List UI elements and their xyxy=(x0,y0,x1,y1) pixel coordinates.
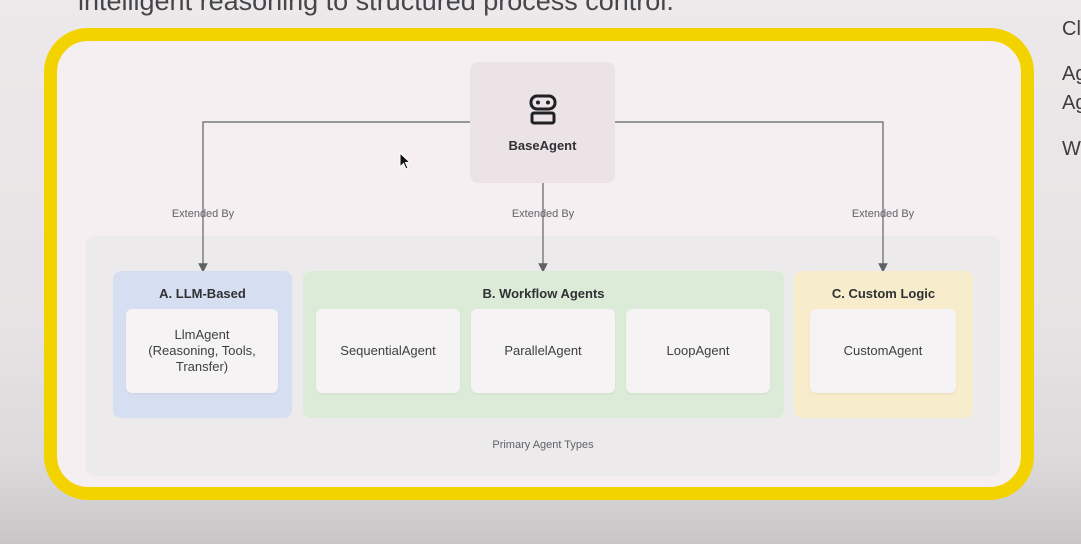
card-llm-agent: LlmAgent (Reasoning, Tools, Transfer) xyxy=(126,309,278,393)
edge-label-right: Extended By xyxy=(851,208,915,220)
panel-caption: Primary Agent Types xyxy=(492,439,594,451)
base-agent-node: BaseAgent xyxy=(470,62,615,183)
connector-left xyxy=(198,121,470,273)
card-custom-agent: CustomAgent xyxy=(810,309,956,393)
card-parallel-agent: ParallelAgent xyxy=(471,309,615,393)
card-sequential-agent: SequentialAgent xyxy=(316,309,460,393)
group-title-custom-logic: C. Custom Logic xyxy=(831,286,936,301)
group-workflow-agents: B. Workflow Agents SequentialAgent Paral… xyxy=(303,271,784,418)
group-custom-logic: C. Custom Logic CustomAgent xyxy=(794,271,973,418)
connector-right xyxy=(615,121,888,273)
group-title-workflow: B. Workflow Agents xyxy=(482,286,605,301)
robot-icon xyxy=(528,93,558,130)
group-title-llm-based: A. LLM-Based xyxy=(159,286,246,301)
right-snippet-2: Ag xyxy=(1062,63,1081,85)
mouse-cursor-icon xyxy=(399,152,411,170)
right-snippet-1: Cl xyxy=(1062,18,1081,40)
card-loop-agent: LoopAgent xyxy=(626,309,770,393)
edge-label-center: Extended By xyxy=(511,208,575,220)
edge-label-left: Extended By xyxy=(171,208,235,220)
group-llm-based: A. LLM-Based LlmAgent (Reasoning, Tools,… xyxy=(113,271,292,418)
right-snippet-4: W xyxy=(1062,138,1081,160)
slide-heading-text: intelligent reasoning to structured proc… xyxy=(78,0,674,16)
right-snippet-3: Ag xyxy=(1062,92,1081,114)
base-agent-label: BaseAgent xyxy=(508,137,577,153)
